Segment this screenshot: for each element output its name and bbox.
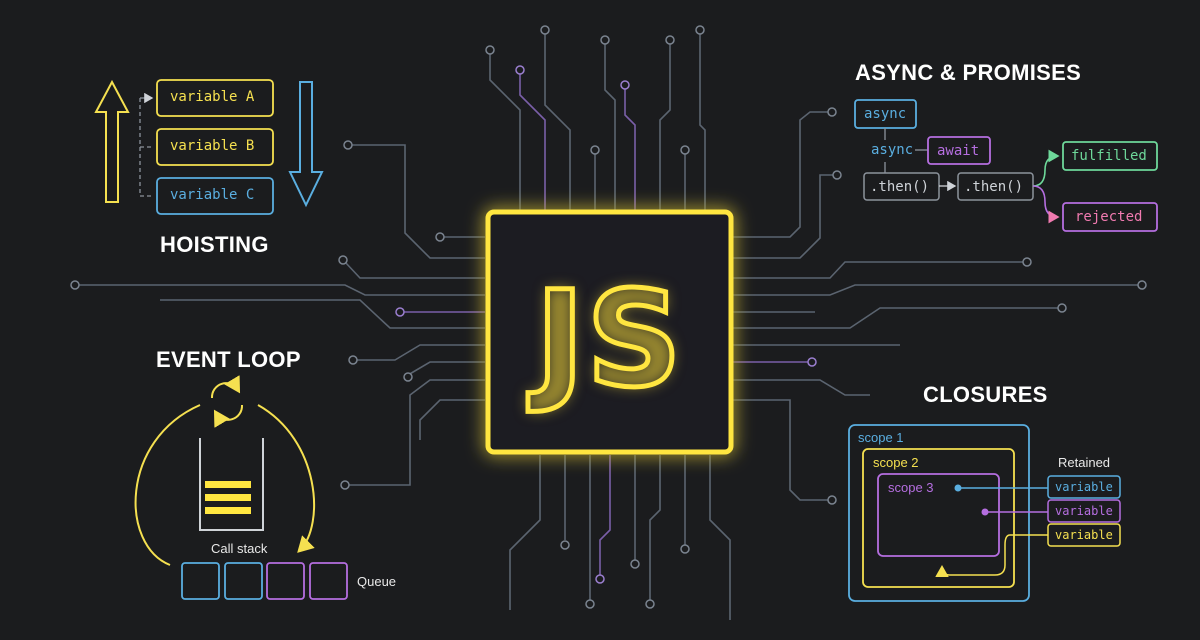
variable-a-label: variable A xyxy=(170,89,255,105)
variable-a-box xyxy=(156,79,274,117)
async-box-label: async xyxy=(864,106,907,122)
retained-label: Retained xyxy=(1058,455,1111,470)
scope-3-box xyxy=(877,473,1000,557)
scope-1-label: scope 1 xyxy=(858,430,904,445)
then-2-label: .then() xyxy=(964,179,1024,195)
variable-c-label: variable C xyxy=(170,187,255,203)
traces-bottom xyxy=(509,455,731,620)
scope-1-box xyxy=(848,424,1030,602)
hoisting-graphic xyxy=(94,79,324,215)
await-label: await xyxy=(937,143,980,159)
traces-left xyxy=(75,144,485,486)
retained-box-2 xyxy=(1047,499,1121,523)
async-title: ASYNC & PROMISES xyxy=(855,60,1082,85)
async-text-label: async xyxy=(871,142,914,158)
traces-top xyxy=(489,30,706,210)
fulfilled-box xyxy=(1062,141,1158,171)
then-1-label: .then() xyxy=(870,179,930,195)
variable-b-box xyxy=(156,128,274,166)
closures-title: CLOSURES xyxy=(923,382,1048,407)
hoisting-title: HOISTING xyxy=(160,232,269,257)
rejected-box xyxy=(1062,202,1158,232)
queue-slot-2 xyxy=(224,562,263,600)
traces-right xyxy=(733,111,1140,501)
variable-c-box xyxy=(156,177,274,215)
await-box xyxy=(927,136,991,165)
js-chip-label: JS xyxy=(533,261,684,420)
call-stack-label: Call stack xyxy=(211,541,268,556)
hoist-down-arrow xyxy=(288,81,324,208)
variable-b-label: variable B xyxy=(170,138,255,154)
scope-2-label: scope 2 xyxy=(873,455,919,470)
rejected-label: rejected xyxy=(1075,209,1143,225)
retained-item-1: variable xyxy=(1055,480,1113,494)
scope-2-box xyxy=(862,448,1015,588)
closures-graphic xyxy=(848,424,1121,602)
retained-box-3 xyxy=(1047,523,1121,547)
event-loop-graphic xyxy=(134,375,348,600)
queue-slot-1 xyxy=(181,562,220,600)
retained-item-2: variable xyxy=(1055,504,1113,518)
event-loop-title: EVENT LOOP xyxy=(156,347,301,372)
scope-3-label: scope 3 xyxy=(888,480,934,495)
queue-label: Queue xyxy=(357,574,397,589)
async-graphic xyxy=(854,99,1158,232)
queue-slot-4 xyxy=(309,562,348,600)
js-chip xyxy=(485,209,734,455)
fulfilled-label: fulfilled xyxy=(1071,148,1147,164)
hoist-up-arrow xyxy=(94,79,130,203)
retained-box-1 xyxy=(1047,475,1121,499)
retained-item-3: variable xyxy=(1055,528,1113,542)
queue-slot-3 xyxy=(266,562,305,600)
